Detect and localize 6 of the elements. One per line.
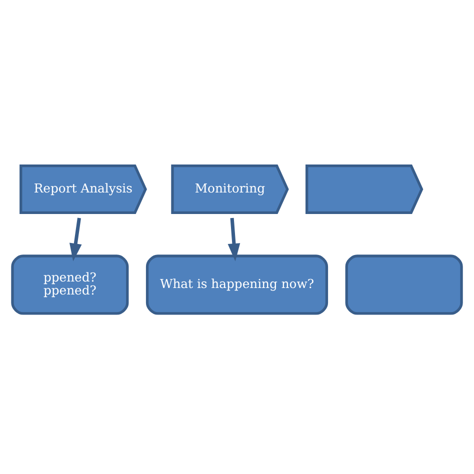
arrow [228,218,240,262]
node-box: ppened? ppened? [11,254,129,315]
node-box [345,254,463,315]
node-chevron [306,164,424,214]
node-box: What is happening now? [146,254,328,315]
arrow [69,218,82,262]
